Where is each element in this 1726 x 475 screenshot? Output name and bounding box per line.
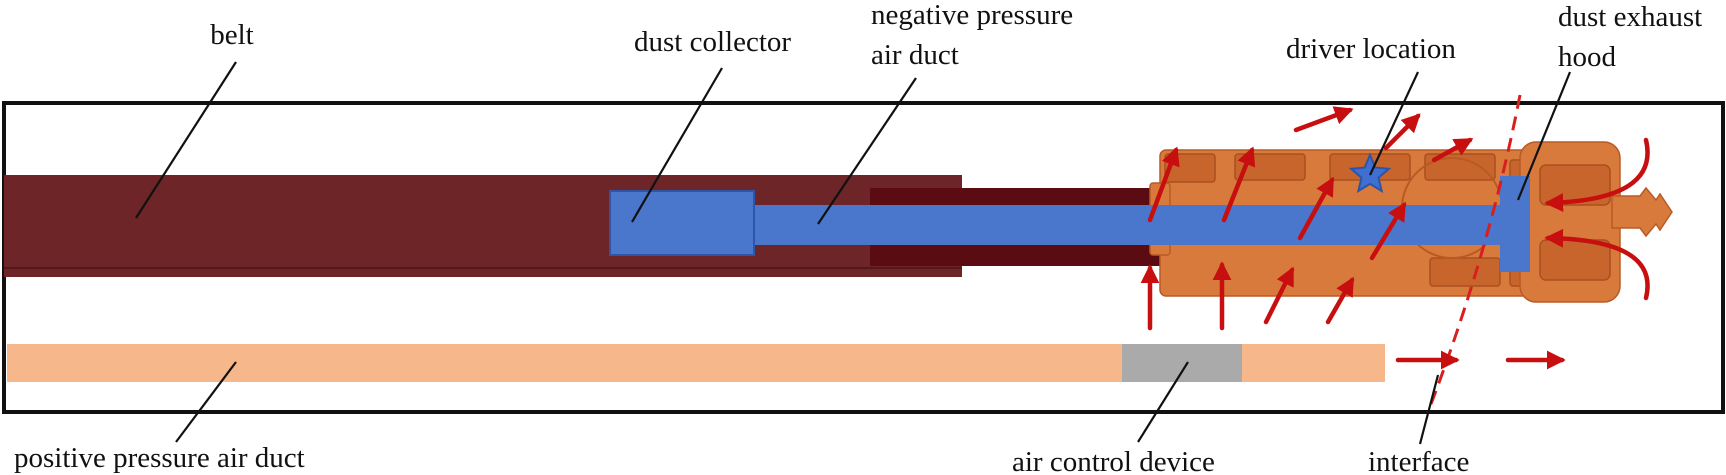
dust-collector-label: dust collector xyxy=(634,26,791,58)
airflow-arrow-icon xyxy=(1431,137,1474,163)
driver-location-leader-line xyxy=(1369,71,1419,176)
negative-duct-label-line2: air duct xyxy=(871,39,959,71)
belt-label: belt xyxy=(210,19,254,51)
air-control-label: air control device xyxy=(1012,446,1215,475)
airflow-arrow-icon xyxy=(1383,113,1421,151)
dust-hood-label-line2: hood xyxy=(1558,41,1617,73)
airflow-arrow-icon xyxy=(1147,146,1180,223)
positive-duct-label: positive pressure air duct xyxy=(14,442,305,474)
air-control-leader-line xyxy=(1137,361,1189,443)
driver-location-label: driver location xyxy=(1286,33,1456,65)
positive-duct-leader-line xyxy=(175,361,237,443)
airflow-arrow-icon xyxy=(1544,137,1650,213)
dust-collector xyxy=(609,190,755,256)
airflow-arrow-icon xyxy=(1544,228,1650,301)
interface-label: interface xyxy=(1368,446,1469,475)
air-control-device xyxy=(1122,344,1242,382)
airflow-arrows xyxy=(1140,106,1650,370)
dust-exhaust-hood xyxy=(1500,176,1530,272)
negative-pressure-air-duct xyxy=(754,205,1514,245)
airflow-arrow-icon xyxy=(1297,176,1335,241)
interface-dashed-line xyxy=(1426,94,1522,413)
airflow-arrow-icon xyxy=(1325,276,1355,325)
interface-leader-line xyxy=(1418,374,1440,445)
negative-duct-leader-line xyxy=(817,77,917,225)
airflow-arrow-icon xyxy=(1221,146,1256,223)
belt-leader-line xyxy=(135,61,237,219)
dust-hood-label-line1: dust exhaust xyxy=(1558,1,1702,33)
negative-duct-label-line1: negative pressure xyxy=(871,0,1073,31)
dust-collector-leader-line xyxy=(631,67,723,223)
airflow-arrow-icon xyxy=(1293,106,1354,133)
airflow-arrow-icon xyxy=(1369,201,1407,261)
airflow-arrow-icon xyxy=(1263,266,1295,325)
dust-hood-leader-line xyxy=(1516,71,1572,201)
